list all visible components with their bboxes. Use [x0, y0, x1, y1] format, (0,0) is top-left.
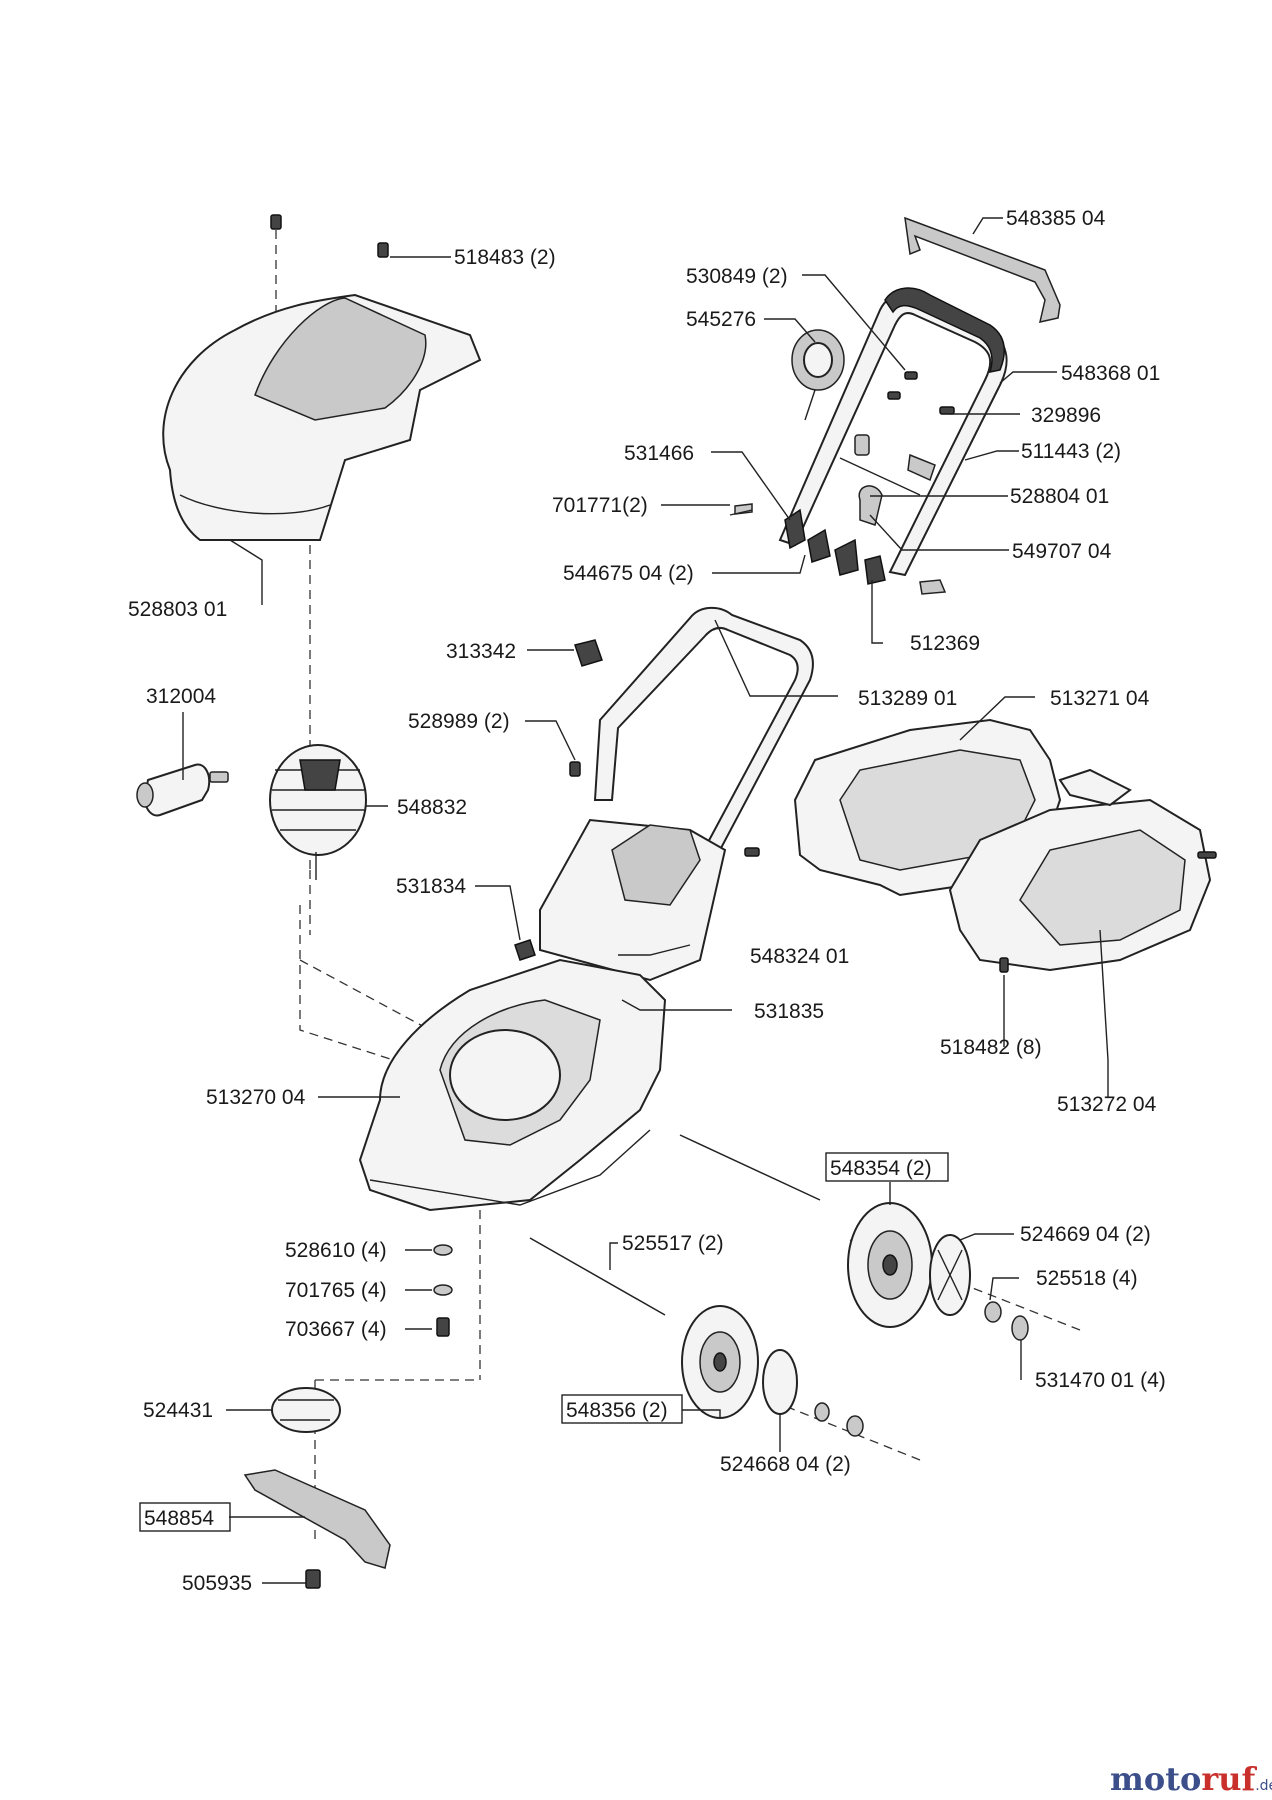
rear-wheel-cap: [929, 1234, 971, 1316]
label-518482: 518482 (8): [940, 1036, 1042, 1059]
blade-screw: [305, 1569, 321, 1589]
front-wheel-cap: [762, 1349, 798, 1415]
label-511443: 511443 (2): [1021, 440, 1121, 463]
part-labels: 548385 04 518483 (2) 530849 (2) 545276 5…: [128, 207, 1166, 1595]
label-528610: 528610 (4): [285, 1239, 387, 1262]
label-312004: 312004: [146, 685, 216, 708]
watermark-suffix: .de: [1255, 1778, 1272, 1794]
motor-cover: [162, 293, 482, 541]
handle-bar-548385: [904, 216, 1061, 323]
label-313342: 313342: [446, 640, 516, 663]
label-513271-04: 513271 04: [1050, 687, 1150, 710]
label-530849: 530849 (2): [686, 265, 788, 288]
cover-screws: [270, 214, 389, 258]
label-701771: 701771(2): [552, 494, 648, 517]
bolt-528989: [569, 761, 760, 857]
label-531470-01: 531470 01 (4): [1035, 1369, 1166, 1392]
label-531834: 531834: [396, 875, 466, 898]
label-513272-04: 513272 04: [1057, 1093, 1157, 1116]
switch-box: [791, 329, 845, 421]
label-513270-04: 513270 04: [206, 1086, 306, 1109]
motoruf-watermark: motoruf.de: [1110, 1760, 1272, 1798]
label-329896: 329896: [1031, 404, 1101, 427]
label-528989: 528989 (2): [408, 710, 510, 733]
blade-adapter: [271, 1387, 341, 1433]
rear-bushings: [984, 1301, 1029, 1341]
label-524668-04: 524668 04 (2): [720, 1453, 851, 1476]
motor: [269, 744, 367, 880]
capacitor: [136, 763, 229, 817]
clip-313342: [574, 639, 603, 667]
label-544675-04: 544675 04 (2): [563, 562, 694, 585]
label-548385-04: 548385 04: [1006, 207, 1106, 230]
watermark-part2: ruf: [1201, 1760, 1257, 1798]
label-548832: 548832: [397, 796, 467, 819]
label-531466: 531466: [624, 442, 694, 465]
label-528804-01: 528804 01: [1010, 485, 1109, 508]
label-518483: 518483 (2): [454, 246, 556, 269]
label-548854: 548854: [144, 1507, 214, 1530]
label-548356: 548356 (2): [566, 1399, 668, 1422]
mower-deck: [358, 958, 667, 1212]
boxed-frames: [139, 1152, 949, 1532]
label-524669-04: 524669 04 (2): [1020, 1223, 1151, 1246]
label-531835: 531835: [754, 1000, 824, 1023]
deck-fasteners: [433, 1244, 453, 1337]
label-524431: 524431: [143, 1399, 213, 1422]
blade: [243, 1469, 391, 1569]
label-548368-01: 548368 01: [1061, 362, 1160, 385]
label-701765: 701765 (4): [285, 1279, 387, 1302]
rear-wheel: [847, 1202, 933, 1328]
label-525518: 525518 (4): [1036, 1267, 1138, 1290]
front-bushings: [814, 1402, 864, 1437]
leader-lines: [182, 217, 1109, 1584]
lower-handle: [593, 606, 814, 852]
label-528803-01: 528803 01: [128, 598, 227, 621]
label-549707-04: 549707 04: [1012, 540, 1112, 563]
watermark-part1: moto: [1110, 1760, 1201, 1798]
upper-handle: [778, 287, 1008, 577]
axles: [529, 1134, 821, 1316]
label-525517: 525517 (2): [622, 1232, 724, 1255]
label-548354: 548354 (2): [830, 1157, 932, 1180]
svg-text:motoruf.de: motoruf.de: [1110, 1760, 1272, 1798]
label-548324-01: 548324 01: [750, 945, 849, 968]
label-545276: 545276: [686, 308, 756, 331]
front-wheel: [681, 1305, 759, 1419]
label-513289-01: 513289 01: [858, 687, 957, 710]
grass-catcher: [793, 718, 1217, 973]
label-512369: 512369: [910, 632, 980, 655]
label-703667: 703667 (4): [285, 1318, 387, 1341]
label-505935: 505935: [182, 1572, 252, 1595]
